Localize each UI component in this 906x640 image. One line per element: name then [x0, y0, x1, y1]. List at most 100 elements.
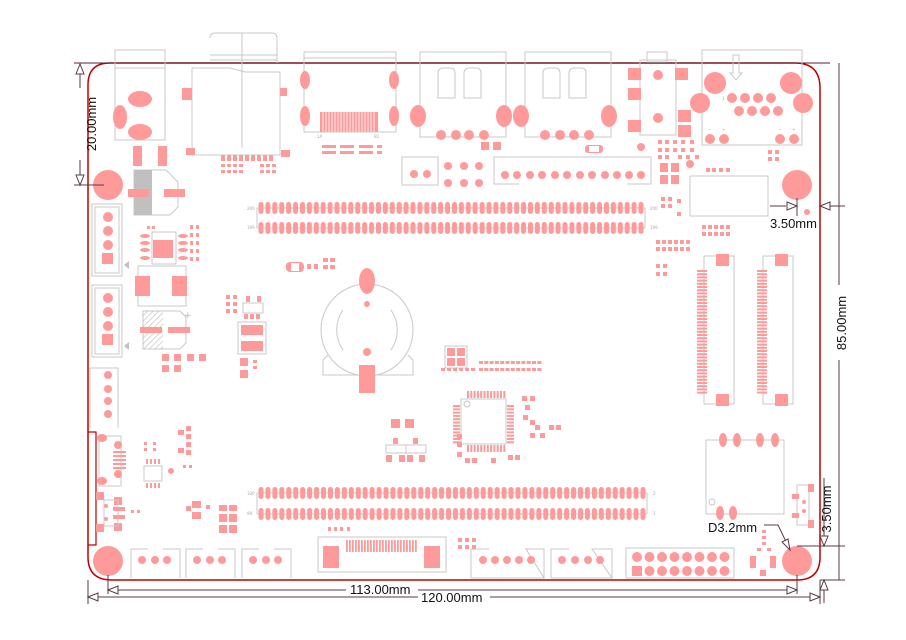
header-pin: [279, 487, 285, 499]
header-pin: [334, 508, 340, 520]
header-pin: [626, 487, 632, 499]
header-pin: [597, 222, 603, 234]
fpc-pin: [757, 350, 767, 352]
jtag-pin: [644, 566, 655, 576]
usb-c-connector: 1A B1: [300, 51, 399, 154]
header-pin: [286, 487, 292, 499]
smd-pad: [530, 396, 535, 401]
header-pin: [397, 508, 403, 520]
header-pin: [327, 508, 333, 520]
header-pin: [418, 487, 424, 499]
header-pin: [348, 487, 354, 499]
qfp-pin: [507, 411, 514, 414]
mounting-holes: [93, 170, 812, 576]
header-pin: [355, 222, 361, 234]
smd-pad: [457, 434, 462, 439]
header-pin: [640, 508, 646, 520]
header-pin: [571, 487, 577, 499]
fpc-pin: [697, 289, 707, 292]
fpc-pin: [757, 343, 767, 346]
smd-pad: [720, 232, 724, 236]
smd-pad: [516, 368, 521, 371]
header-top-label-left-lower: 199: [247, 225, 255, 230]
header-pin: [612, 487, 618, 499]
fpc-pin: [376, 540, 378, 552]
header-pin: [583, 222, 589, 234]
header-pin: [591, 508, 597, 520]
header-pin: [306, 202, 312, 214]
header-pin: [466, 508, 472, 520]
smd-pad: [668, 240, 672, 244]
fpc-pin: [697, 324, 707, 327]
fpc-pin: [757, 327, 767, 330]
header-pin: [272, 487, 278, 499]
smd-pad: [686, 247, 690, 251]
header-pin: [603, 222, 609, 234]
smd-pad: [775, 157, 779, 161]
smd-pad: [661, 197, 665, 201]
smd-pad: [674, 240, 678, 244]
smd-pad: [535, 425, 540, 430]
fpc-pin: [697, 382, 707, 384]
fpc-pin: [412, 540, 414, 552]
qfp-pin: [493, 391, 496, 398]
fpc-pin: [697, 350, 707, 352]
header-pin: [314, 508, 320, 520]
header-pin: [396, 202, 402, 214]
smd-pad: [522, 396, 527, 401]
header-pin: [341, 487, 347, 499]
qfp-pin: [476, 391, 479, 398]
smd-pad: [500, 361, 505, 364]
header-pin: [522, 487, 528, 499]
header-pin: [299, 202, 305, 214]
fpc-pin: [697, 311, 707, 314]
jtag-pin: [694, 566, 705, 576]
header-pin: [479, 222, 485, 234]
jst-connector-bottom-2: [185, 548, 236, 578]
header-pin: [458, 202, 464, 214]
header-pin: [272, 222, 278, 234]
header-pin: [584, 508, 590, 520]
header-pin: [327, 222, 333, 234]
header-pin: [458, 222, 464, 234]
fpc-pin: [697, 346, 707, 349]
header-pin: [382, 202, 388, 214]
fpc-pin: [697, 343, 707, 346]
header-pin: [258, 222, 264, 234]
qfp-pin: [453, 405, 460, 407]
fpc-pin: [757, 340, 767, 343]
dimension-hole-offset-bottom: 3.50mm: [819, 486, 834, 533]
smd-pad: [714, 232, 718, 236]
header-pin: [548, 222, 554, 234]
header-pin: [432, 508, 438, 520]
jtag-pin: [719, 566, 730, 576]
header-pin: [486, 202, 492, 214]
jst-connector-2: [91, 284, 129, 358]
fpc-pin: [415, 540, 417, 552]
qfp-pin: [507, 418, 514, 421]
smd-pad: [665, 148, 669, 152]
header-pin: [590, 202, 596, 214]
fpc-pin: [757, 382, 767, 384]
mounting-hole-top-left: [93, 170, 123, 200]
header-pin: [438, 222, 444, 234]
fpc-pin: [757, 359, 767, 362]
smd-pad: [540, 433, 545, 438]
header-pin: [459, 487, 465, 499]
fpc-pin: [355, 540, 357, 552]
smd-pad: [505, 361, 510, 364]
header-pin: [265, 202, 271, 214]
smd-pad: [549, 425, 554, 430]
header-pin: [258, 487, 264, 499]
fpc-pin: [697, 308, 707, 311]
qfp-pin: [490, 445, 493, 452]
minus-label: −: [778, 127, 781, 132]
qfp-pin: [453, 414, 460, 417]
fpc-pin: [352, 540, 354, 552]
header-pin: [334, 487, 340, 499]
fpc-pin: [757, 346, 767, 349]
coin-cell-holder: [286, 258, 414, 393]
smd-pad: [680, 247, 684, 251]
qfp-pin: [496, 391, 499, 398]
header-pin: [534, 222, 540, 234]
